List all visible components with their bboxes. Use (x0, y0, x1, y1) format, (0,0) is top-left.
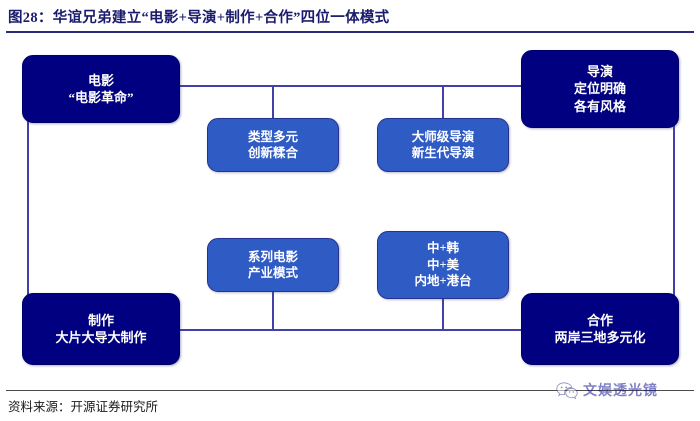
node-director-line-2: 定位明确 (573, 81, 626, 97)
node-production-line-1: 制作 (87, 312, 114, 328)
node-series-line-2: 产业模式 (247, 266, 298, 280)
title-divider (6, 31, 694, 33)
node-production-line-2: 大片大导大制作 (55, 330, 147, 345)
watermark: 文娱透光镜 (556, 380, 658, 400)
node-genre[interactable]: 类型多元 创新糅合 (207, 118, 339, 172)
source-note: 资料来源：开源证券研究所 (8, 400, 159, 414)
node-film[interactable]: 电影 “电影革命” (22, 55, 180, 123)
node-director-type-line-1: 大师级导演 (411, 129, 475, 144)
connector-bottom-horizontal (175, 329, 525, 331)
node-genre-line-1: 类型多元 (247, 129, 298, 144)
wechat-icon (556, 381, 578, 399)
figure-title-bar: 图28：华谊兄弟建立“电影+导演+制作+合作”四位一体模式 (0, 0, 700, 32)
node-director-line-3: 各有风格 (573, 98, 626, 114)
connector-right-vertical (673, 123, 675, 297)
source-divider (6, 390, 694, 391)
connector-left-vertical (27, 119, 29, 297)
node-series[interactable]: 系列电影 产业模式 (207, 238, 339, 292)
connector-center-left-vertical-lower (272, 292, 274, 329)
page-title: 图28：华谊兄弟建立“电影+导演+制作+合作”四位一体模式 (8, 9, 390, 26)
node-series-line-1: 系列电影 (247, 249, 298, 264)
connector-center-right-vertical (442, 85, 444, 118)
watermark-text: 文娱透光镜 (583, 384, 658, 399)
node-film-line-2: “电影革命” (68, 90, 134, 105)
node-production[interactable]: 制作 大片大导大制作 (22, 293, 180, 365)
connector-top-horizontal (175, 85, 525, 87)
node-director-type-line-2: 新生代导演 (411, 146, 475, 160)
node-cooperation-line-1: 合作 (586, 312, 613, 328)
node-director[interactable]: 导演 定位明确 各有风格 (521, 50, 679, 128)
node-partners-line-3: 内地+港台 (414, 274, 472, 289)
node-partners-line-2: 中+美 (426, 257, 460, 272)
diagram-canvas: 电影 “电影革命” 导演 定位明确 各有风格 制作 大片大导大制作 合作 两岸三… (0, 33, 700, 388)
connector-center-right-vertical-lower (442, 299, 444, 329)
node-cooperation-line-2: 两岸三地多元化 (554, 330, 646, 345)
node-film-line-1: 电影 (87, 72, 114, 88)
node-director-line-1: 导演 (586, 64, 613, 80)
node-genre-line-2: 创新糅合 (247, 146, 298, 160)
node-partners[interactable]: 中+韩 中+美 内地+港台 (377, 231, 509, 299)
connector-center-left-vertical (272, 85, 274, 118)
node-partners-line-1: 中+韩 (426, 241, 460, 256)
node-cooperation[interactable]: 合作 两岸三地多元化 (521, 293, 679, 365)
node-director-type[interactable]: 大师级导演 新生代导演 (377, 118, 509, 172)
